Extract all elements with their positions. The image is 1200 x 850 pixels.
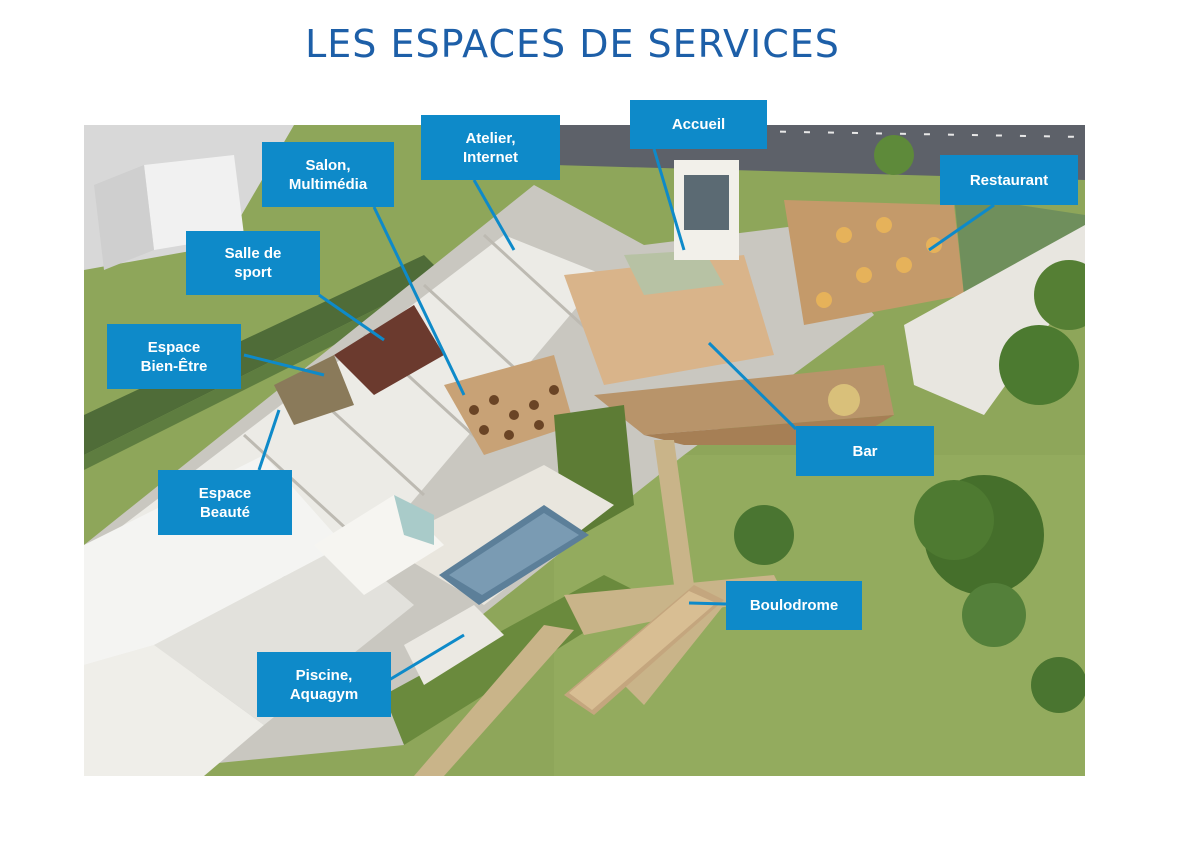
label-bar: Bar: [796, 426, 934, 476]
label-piscine-aquagym: Piscine, Aquagym: [257, 652, 391, 717]
label-boulodrome: Boulodrome: [726, 581, 862, 630]
label-restaurant: Restaurant: [940, 155, 1078, 205]
label-espace-beaute: Espace Beauté: [158, 470, 292, 535]
label-espace-bien-etre: Espace Bien-Être: [107, 324, 241, 389]
aerial-rendering: [84, 125, 1085, 776]
aerial-site-illustration: [84, 125, 1085, 776]
label-accueil: Accueil: [630, 100, 767, 149]
label-salon-multimedia: Salon, Multimédia: [262, 142, 394, 207]
label-salle-de-sport: Salle de sport: [186, 231, 320, 295]
page-title: LES ESPACES DE SERVICES: [305, 22, 840, 66]
label-atelier-internet: Atelier, Internet: [421, 115, 560, 180]
